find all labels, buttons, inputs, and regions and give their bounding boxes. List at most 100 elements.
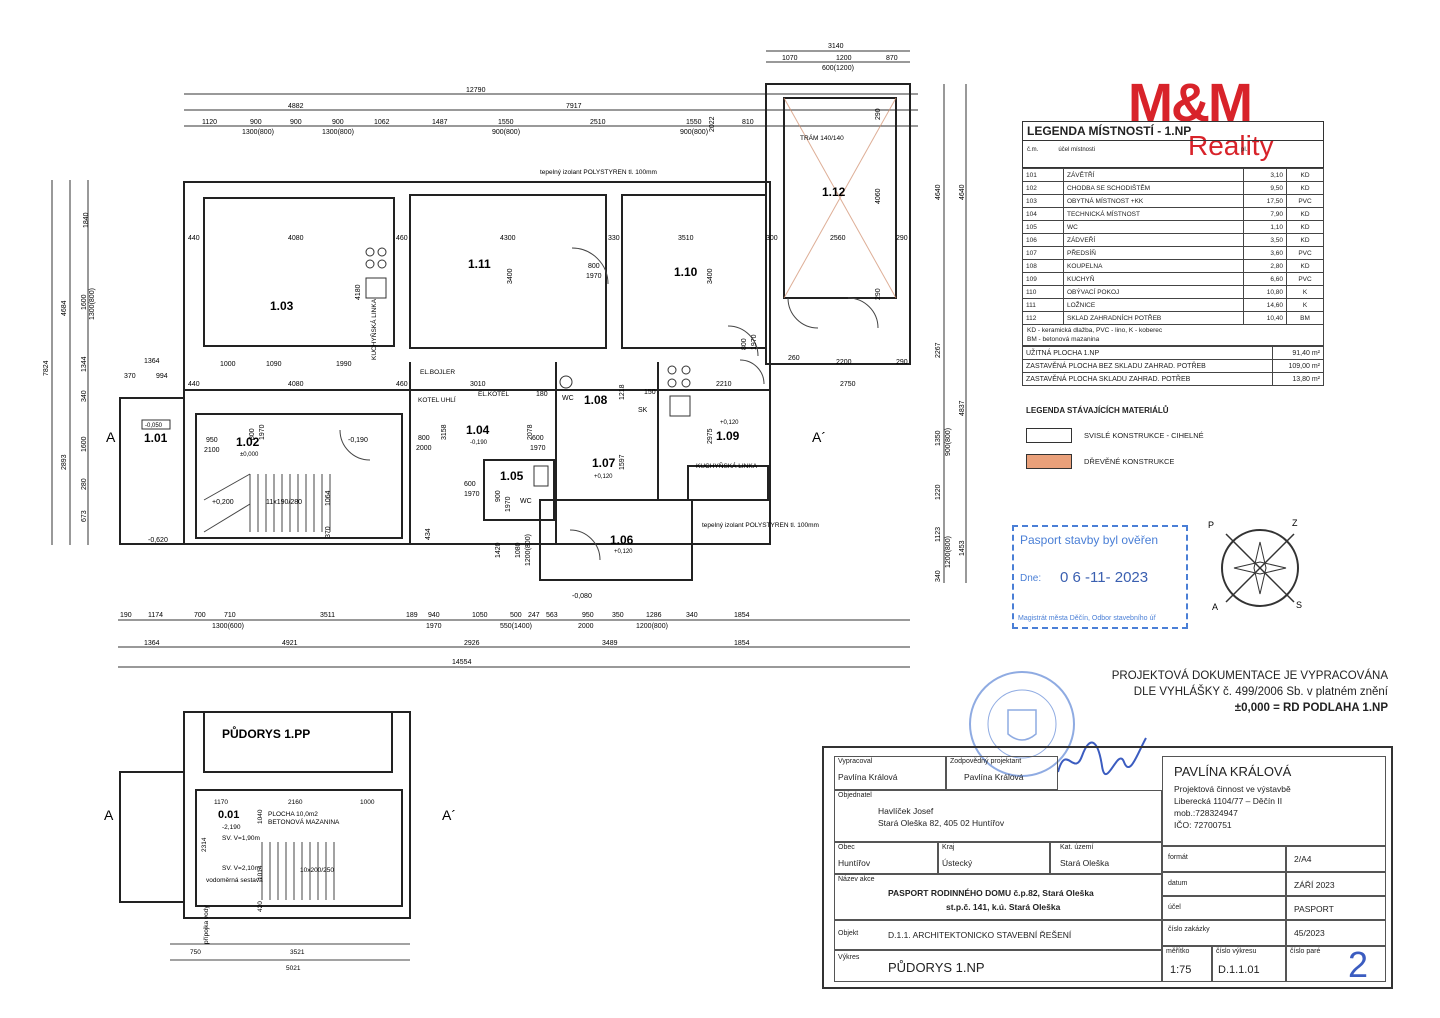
dim-inner-1970d: 1970: [259, 424, 266, 440]
dim-inner-2210: 2210: [716, 381, 732, 388]
room-area: 3,10: [1243, 168, 1287, 182]
dim-inner-1420: 1420: [495, 542, 502, 558]
dim-inner-950: 950: [206, 437, 218, 444]
dim-inner-2560: 2560: [830, 235, 846, 242]
section-mark-pp-a2: A´: [442, 807, 456, 823]
room-area: 3,60: [1243, 246, 1287, 260]
room-floor: KD: [1286, 181, 1324, 195]
action-label: Název akce: [838, 876, 875, 883]
dim-inner-4080b: 4080: [288, 381, 304, 388]
material-legend-title: LEGENDA STÁVAJÍCÍCH MATERIÁLŮ: [1026, 406, 1169, 415]
wc-label-2: WC: [520, 498, 532, 505]
room-legend-title: LEGENDA MÍSTNOSTÍ - 1.NP: [1022, 121, 1324, 141]
dim-290-bot: 290: [875, 288, 882, 300]
compass-label-p: P: [1208, 520, 1214, 530]
dim-inner-1364: 1364: [144, 358, 160, 365]
sum-label: ZASTAVĚNÁ PLOCHA SKLADU ZAHRAD. POTŘEB: [1022, 372, 1273, 386]
dim-900a: 900: [250, 119, 262, 126]
dim-inner-994: 994: [156, 373, 168, 380]
dim-inner-1080: 1080: [515, 542, 522, 558]
dim-inner-4684: 4684: [61, 300, 68, 316]
room-area: 7,90: [1243, 207, 1287, 221]
dim-bot-1200-800: 1200(800): [636, 623, 668, 630]
room-area: 1,10: [1243, 220, 1287, 234]
responsible-value: Pavlína Králová: [964, 772, 1024, 782]
dim-inner-1064: 1064: [325, 490, 332, 506]
dim-bot-500: 500: [510, 612, 522, 619]
dim-inner-330: 330: [608, 235, 620, 242]
dim-900b: 900: [290, 119, 302, 126]
swatch-wood-label: DŘEVĚNÉ KONSTRUKCE: [1084, 457, 1175, 466]
beam-label: TRÁM 140/140: [800, 133, 844, 142]
room-area: 9,50: [1243, 181, 1287, 195]
drawing-label: Výkres: [838, 954, 860, 961]
kitchen-line-label: KUCHYŇSKÁ LINKA: [696, 461, 758, 470]
dim-1550b: 1550: [686, 119, 702, 126]
dim-bot-1300-600: 1300(600): [212, 623, 244, 630]
dim-inner-4180: 4180: [355, 284, 362, 300]
dim-inner-900: 900: [495, 490, 502, 502]
object-label: Objekt: [838, 930, 859, 937]
dim-inner-800c: 800: [418, 435, 430, 442]
room-level-1-02: ±0,000: [240, 452, 259, 458]
dim-inner-1000: 1000: [220, 361, 236, 368]
action-line1: PASPORT RODINNÉHO DOMU č.p.82, Stará Ole…: [888, 888, 1094, 898]
dim-bot-1174: 1174: [148, 612, 163, 619]
dim-bot-950: 950: [582, 612, 594, 619]
floor-plan-drawing: A A´ tepelný izolant POLYSTYREN tl. 100m…: [43, 43, 967, 972]
pp-stairs: 10x200/250: [300, 867, 334, 874]
dim-inner-800d: 800: [249, 428, 256, 440]
title-block: Vypracoval Pavlína Králová Zodpovědný pr…: [822, 746, 1393, 989]
cell-client: [834, 790, 1162, 842]
cell-purpose: [1162, 896, 1286, 920]
boiler-label: EL.BOJLER: [420, 369, 455, 376]
dim-inner-1218: 1218: [619, 384, 626, 400]
room-use: LOŽNICE: [1063, 298, 1244, 312]
room-number-1-11: 1.11: [468, 257, 491, 271]
stamp-date: 0 6 -11- 2023: [1060, 569, 1149, 586]
cell-cadastre: [1050, 842, 1162, 874]
section-mark-a: A: [106, 429, 116, 445]
section-mark-a2: A´: [812, 429, 826, 445]
room-number-1-04: 1.04: [466, 423, 490, 437]
town-label: Obec: [838, 844, 855, 851]
dim-inner-440b: 440: [188, 381, 200, 388]
wc-label-1: WC: [562, 395, 574, 402]
room-code: 109: [1022, 272, 1064, 286]
dim-inner-1300-800: 1300(800): [89, 288, 96, 320]
room-number-1-05: 1.05: [500, 469, 524, 483]
room-use: TECHNICKÁ MÍSTNOST: [1063, 207, 1244, 221]
room-legend: LEGENDA MÍSTNOSTÍ - 1.NP č.m. účel místn…: [1022, 121, 1325, 386]
dim-top-3140: 3140: [828, 43, 844, 50]
dim-inner-1600: 1600: [81, 294, 88, 310]
dim-bot-189: 189: [406, 612, 418, 619]
dim-inner-150: 150: [644, 389, 656, 396]
dim-inner-800b: 800: [741, 338, 748, 350]
section-mark-pp-a: A: [104, 807, 114, 823]
dim-inner-260: 260: [788, 355, 800, 362]
pp-sv1: SV. V=1,90m: [222, 835, 260, 842]
dim-inner-1350: 1350: [935, 430, 942, 446]
dim-bot-4921: 4921: [282, 640, 298, 647]
cell-responsible: [946, 756, 1058, 790]
room-number-0-01: 0.01: [218, 809, 239, 821]
dim-inner-2750: 2750: [840, 381, 856, 388]
room-number-1-06: 1.06: [610, 533, 634, 547]
pp-sv2: SV. V=2,10m: [222, 865, 260, 872]
pp-dim-2160: 2160: [288, 799, 303, 806]
room-area: 10,80: [1243, 285, 1287, 299]
verification-stamp: Pasport stavby byl ověřen Dne: 0 6 -11- …: [1012, 525, 1188, 629]
room-number-1-09: 1.09: [716, 429, 740, 443]
dim-900-800b: 900(800): [680, 129, 708, 136]
room-level-1-07: +0,120: [594, 474, 613, 480]
level-plus-0200: +0,200: [212, 499, 234, 506]
dim-bot-550-1400: 550(1400): [500, 623, 532, 630]
dim-4640b: 4640: [959, 184, 966, 200]
client-name: Havlíček Josef: [878, 806, 934, 816]
cadastre-label: Kat. území: [1060, 844, 1094, 851]
dim-inner-3158: 3158: [441, 424, 448, 440]
dim-inner-3510: 3510: [678, 235, 694, 242]
client-address: Stará Oleška 82, 405 02 Huntířov: [878, 818, 1005, 828]
